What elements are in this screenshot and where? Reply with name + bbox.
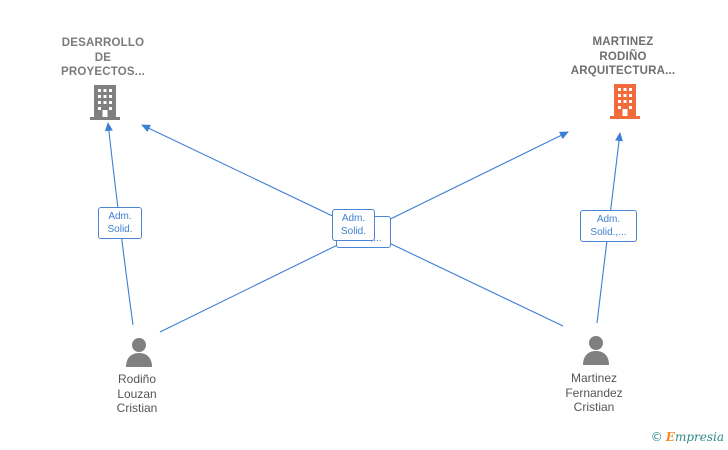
person-icon[interactable] bbox=[123, 336, 155, 368]
building-icon[interactable] bbox=[89, 85, 121, 121]
person-label-martinez-fernandez[interactable]: Martinez Fernandez Cristian bbox=[565, 371, 623, 414]
role-badge-rodino-desarrollo[interactable]: Adm. Solid. bbox=[98, 207, 142, 239]
role-badge-crossing-front[interactable]: Adm. Solid. bbox=[332, 209, 375, 241]
person-icon[interactable] bbox=[580, 334, 612, 366]
brand-name: mpresia bbox=[674, 430, 724, 444]
person-label-rodino-louzan[interactable]: Rodiño Louzan Cristian bbox=[116, 372, 158, 415]
company-label-desarrollo[interactable]: DESARROLLO DE PROYECTOS... bbox=[61, 37, 145, 78]
brand-watermark: ©Empresia bbox=[651, 430, 724, 444]
role-badge-martinez-martinez[interactable]: Adm. Solid.,... bbox=[580, 210, 637, 242]
copyright-symbol: © bbox=[650, 430, 663, 444]
brand-logo-letter: E bbox=[665, 430, 675, 444]
company-label-martinez-rodino[interactable]: MARTINEZ RODIÑO ARQUITECTURA... bbox=[570, 36, 676, 77]
building-icon[interactable] bbox=[609, 84, 641, 120]
